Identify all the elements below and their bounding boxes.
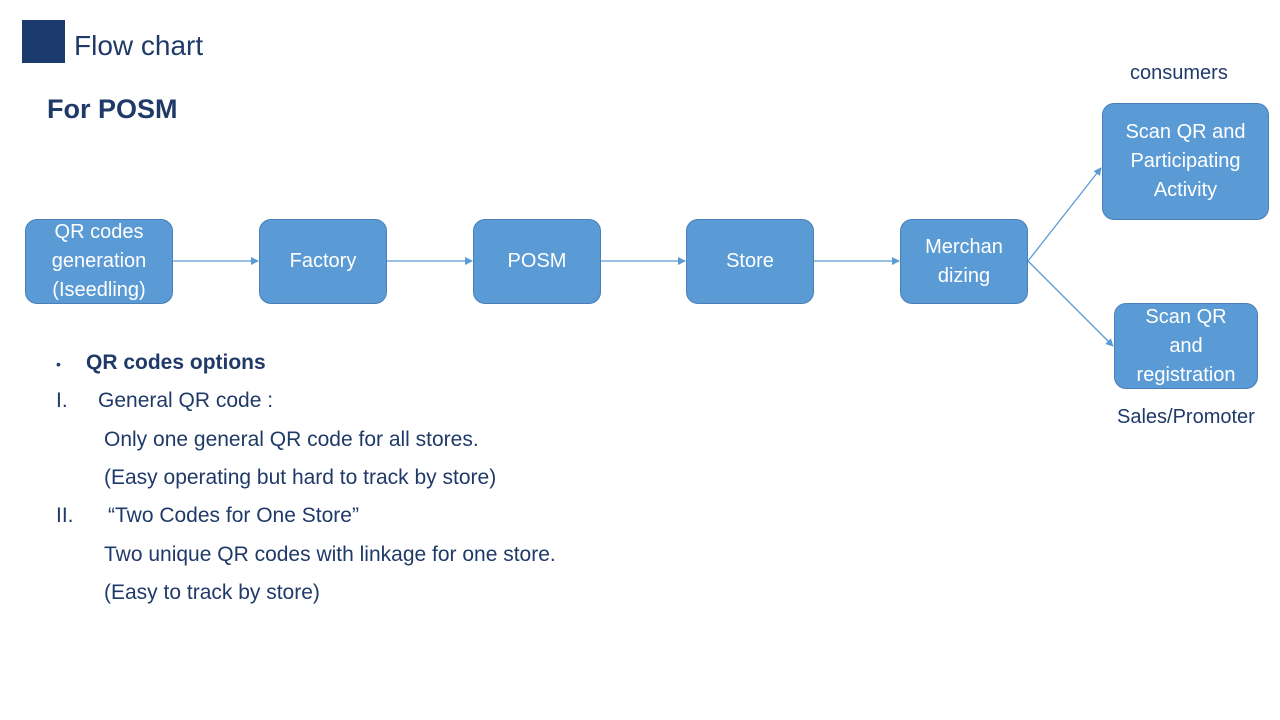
option-2-line-1: Two unique QR codes with linkage for one… (104, 543, 556, 566)
slide-title: Flow chart (74, 30, 204, 61)
option-2-line-2: (Easy to track by store) (104, 581, 320, 604)
node-qr-generation-line-1: QR codes (54, 221, 144, 243)
node-qr-generation: QR codes generation (Iseedling) (25, 219, 173, 304)
consumers-label: consumers (1130, 62, 1228, 84)
node-promoter-scan: Scan QR and registration (1114, 303, 1258, 389)
slide-subtitle: For POSM (47, 94, 178, 124)
node-consumer-scan-line-3: Activity (1153, 179, 1218, 201)
option-1-line-1: Only one general QR code for all stores. (104, 428, 479, 451)
node-factory: Factory (259, 219, 387, 304)
node-merchandizing-line-2: dizing (937, 264, 991, 287)
options-heading: QR codes options (86, 351, 266, 374)
arrow-merchandizing-to-promoter-scan (1027, 260, 1114, 347)
node-consumer-scan: Scan QR and Participating Activity (1102, 103, 1269, 220)
options-bullet: • (56, 356, 61, 372)
option-1-title: General QR code : (98, 389, 274, 412)
node-posm: POSM (473, 219, 601, 304)
node-consumer-scan-line-1: Scan QR and (1125, 121, 1246, 143)
node-promoter-scan-line-3: registration (1136, 363, 1236, 386)
option-1-line-2: (Easy operating but hard to track by sto… (104, 466, 497, 489)
option-2-numeral: II. (56, 504, 74, 527)
node-promoter-scan-line-1: Scan QR (1145, 305, 1227, 328)
node-factory-label: Factory (289, 250, 357, 272)
option-1-numeral: I. (56, 389, 68, 412)
node-promoter-scan-line-2: and (1169, 334, 1203, 357)
title-accent-square (22, 20, 65, 63)
promoter-label: Sales/Promoter (1117, 406, 1255, 428)
node-posm-label: POSM (507, 250, 567, 272)
arrow-merchandizing-to-consumer-scan (1027, 167, 1102, 262)
node-store: Store (686, 219, 814, 304)
node-consumer-scan-line-2: Participating (1130, 150, 1241, 172)
node-merchandizing-line-1: Merchan (925, 235, 1003, 258)
node-qr-generation-line-3: (Iseedling) (52, 279, 146, 301)
node-qr-generation-line-2: generation (51, 250, 147, 272)
option-2-title: “Two Codes for One Store” (108, 504, 359, 527)
node-store-label: Store (726, 250, 774, 272)
node-merchandizing: Merchan dizing (900, 219, 1028, 304)
